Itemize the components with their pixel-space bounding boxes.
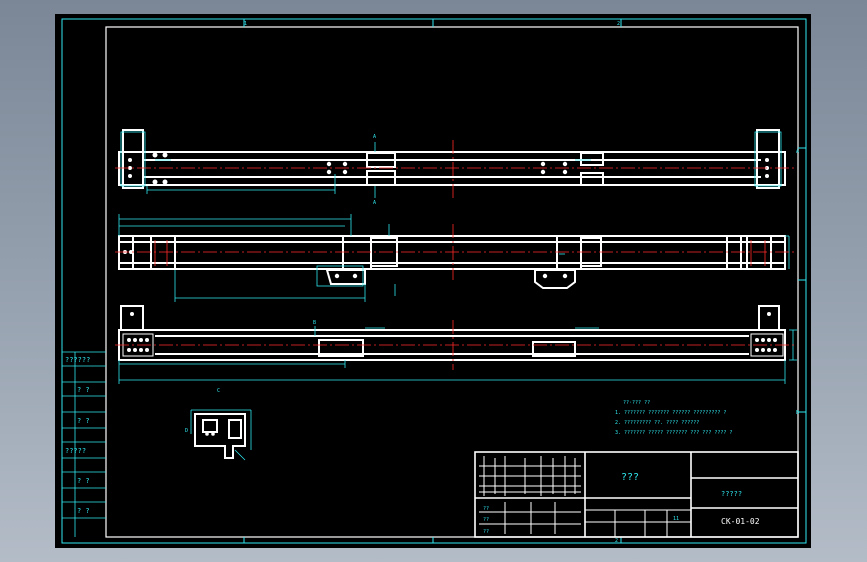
notes-line-2: 2. ????????? ??. ???? ?????? [615, 420, 699, 426]
beam-view-bottom: B C [115, 305, 797, 394]
title-block: ??? ????? CK-01-02 11 ?? ?? ?? [474, 451, 799, 538]
zone-label-side-b: B [796, 410, 799, 416]
left-strip-label-1: ?????? [65, 356, 90, 364]
notes-line-1: 1. ??????? ??????? ?????? ????????? ? [615, 410, 726, 416]
left-strip-table [62, 351, 106, 537]
beam-view-middle [115, 214, 795, 302]
notes-heading: ??·??? ?? [623, 400, 650, 406]
section-mark-b: B [313, 320, 316, 326]
zone-label-bottom: 2 [615, 538, 618, 544]
section-mark-d: D [185, 428, 188, 434]
section-mark-c: C [217, 388, 220, 394]
section-mark-a-top: A [373, 134, 376, 140]
zone-label-top-right: 2 [617, 21, 620, 27]
left-strip-label-4: ????? [65, 447, 86, 455]
title-cell-b: ?? [483, 517, 489, 523]
section-detail: D [185, 409, 252, 461]
part-name: ??? [621, 472, 639, 483]
left-strip-label-5: ? ? [77, 477, 90, 485]
sheet-number: 11 [673, 516, 679, 522]
cad-viewport[interactable]: 1 2 2 A B ?????? ? ? ? ? ????? ? ? ? ? [55, 14, 811, 548]
sheet-frame [61, 18, 807, 544]
title-cell-c: ?? [483, 529, 489, 535]
left-strip-label-6: ? ? [77, 507, 90, 515]
left-strip-label-3: ? ? [77, 417, 90, 425]
company-name: ????? [721, 490, 742, 498]
title-cell-a: ?? [483, 506, 489, 512]
drawing-number: CK-01-02 [721, 517, 760, 526]
zone-label-side-a: A [796, 149, 799, 155]
technical-notes: ??·??? ?? 1. ??????? ??????? ?????? ????… [615, 400, 732, 436]
section-mark-a-bottom: A [373, 200, 376, 206]
notes-line-3: 3. ??????? ????? ??????? ??? ??? ???? ? [615, 430, 732, 436]
beam-view-top: A A [115, 129, 795, 206]
assembly-drawing: 1 2 2 A B ?????? ? ? ? ? ????? ? ? ? ? [61, 18, 807, 544]
left-strip-label-2: ? ? [77, 386, 90, 394]
zone-label-top-left: 1 [244, 21, 247, 27]
